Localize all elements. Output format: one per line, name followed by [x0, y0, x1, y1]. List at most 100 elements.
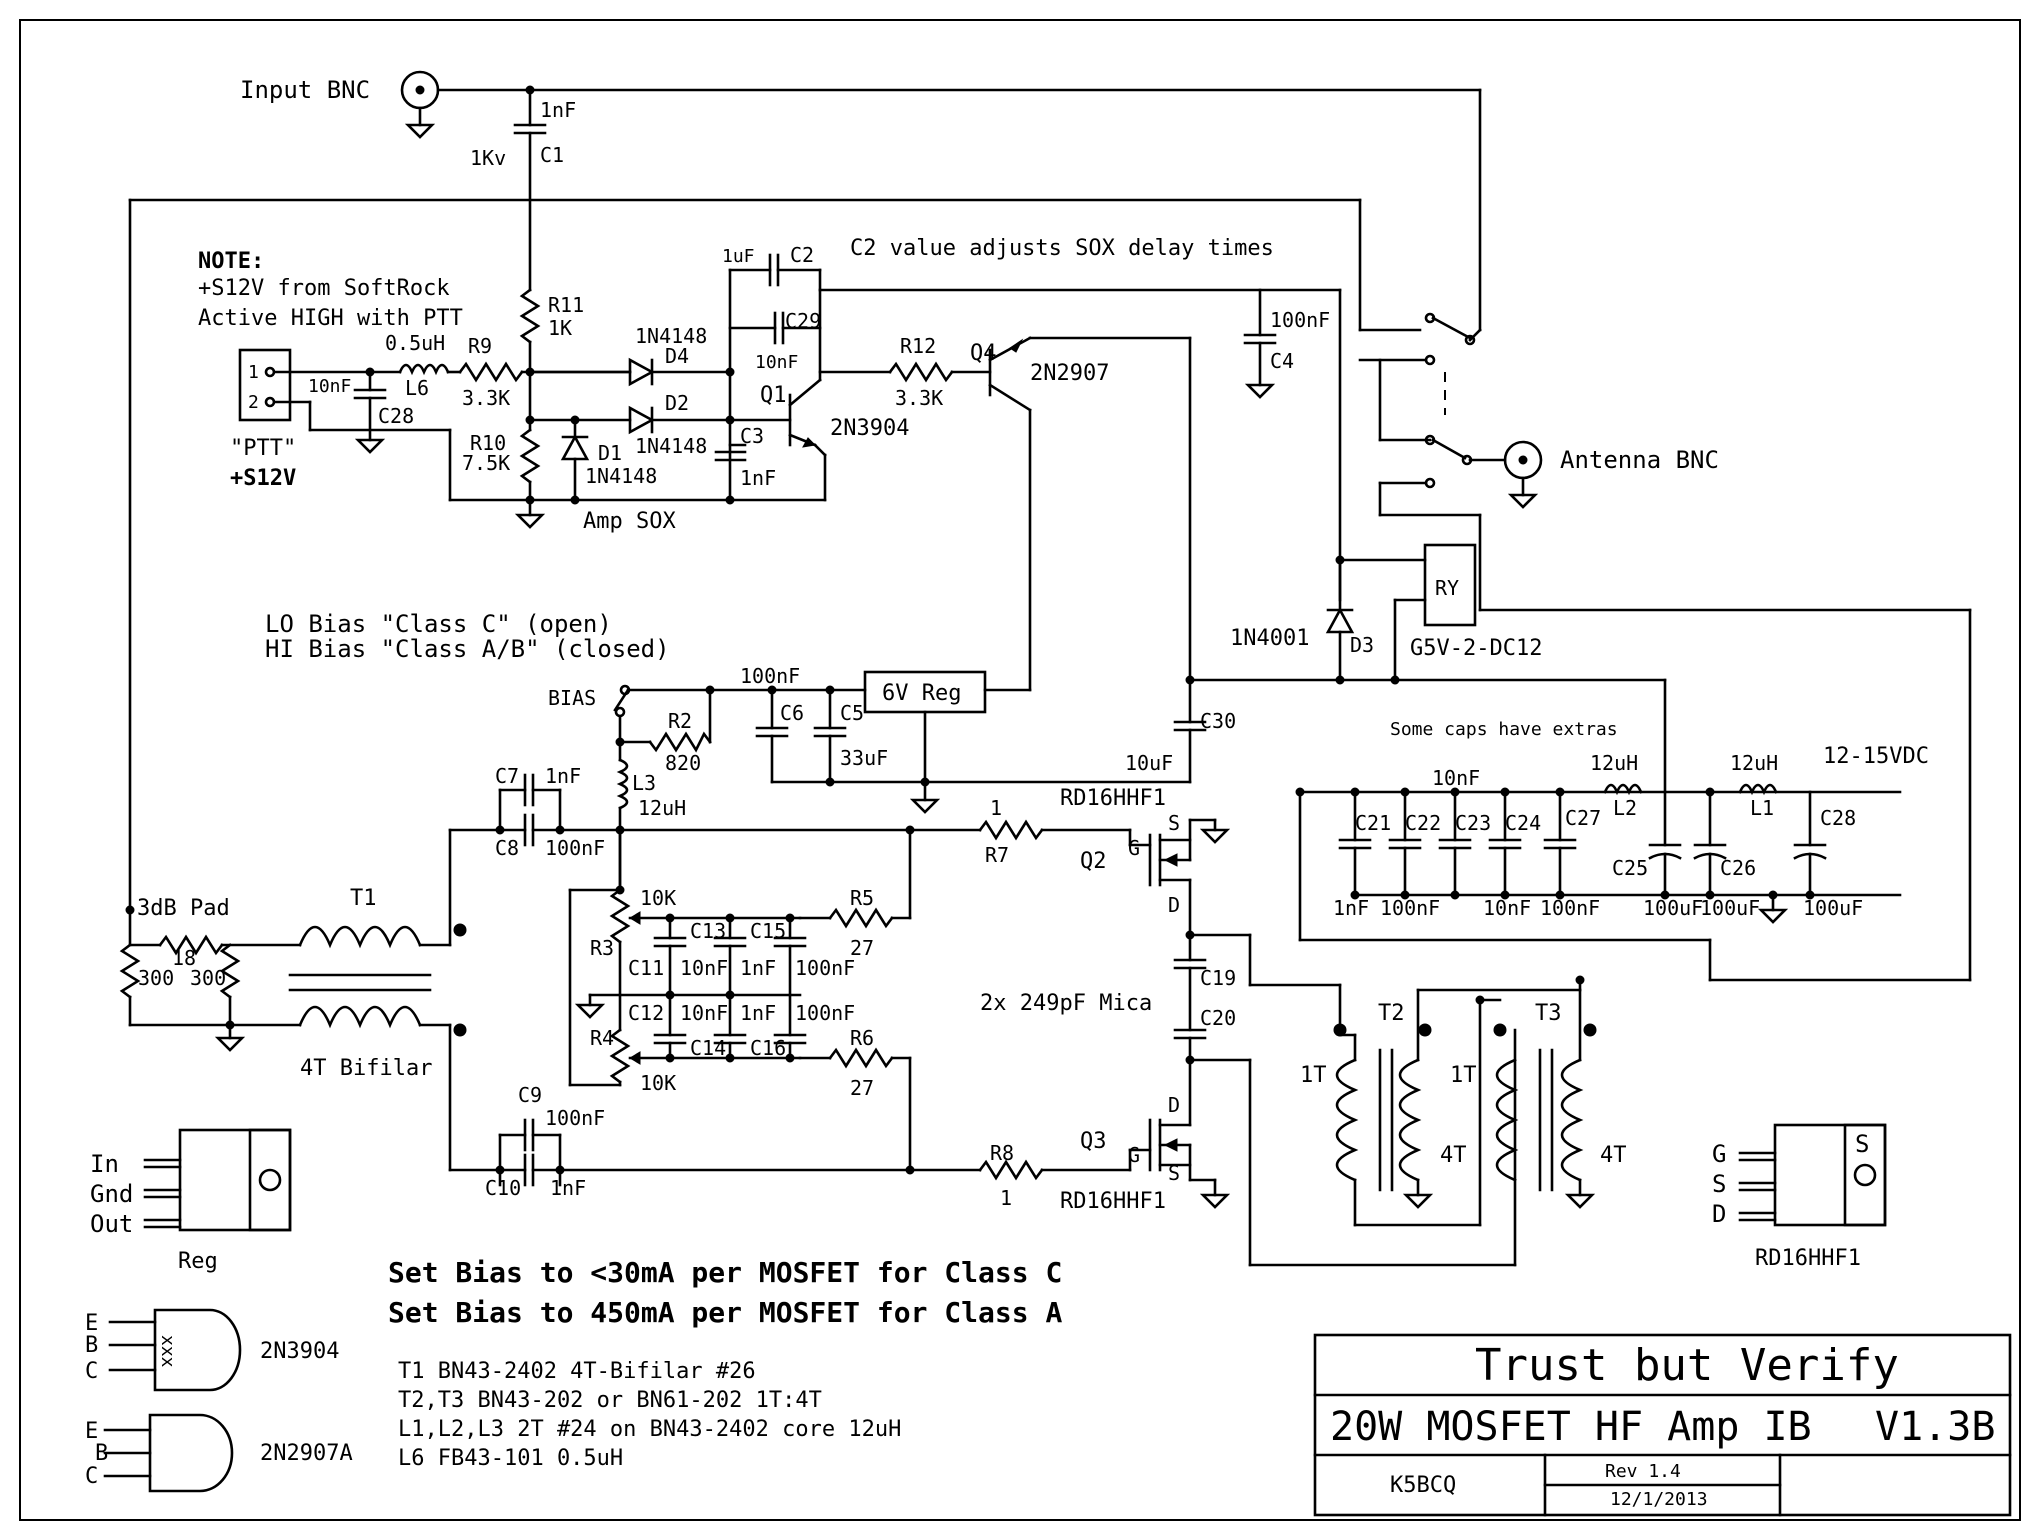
q4-value: 2N2907 [1030, 361, 1109, 386]
c1-voltage: 1Kv [470, 146, 506, 170]
q2907-legend-label: 2N2907A [260, 1441, 353, 1466]
r8-label: R8 [990, 1141, 1014, 1165]
six-volt-reg-label: 6V Reg [882, 681, 961, 706]
c3-value: 1nF [740, 466, 776, 490]
d1-label: D1 [598, 441, 622, 465]
c7-label: C7 [495, 764, 519, 788]
r4-value: 10K [640, 1071, 676, 1095]
c16-value: 100nF [795, 1001, 855, 1025]
q2907-c-label: C [85, 1464, 98, 1489]
c28b-label: C28 [1820, 806, 1856, 830]
l3-label: L3 [632, 771, 656, 795]
c23-label: C23 [1455, 811, 1491, 835]
input-bnc-label: Input BNC [240, 76, 370, 104]
t3-secondary-label: 4T [1600, 1143, 1627, 1168]
c15-value: 100nF [795, 956, 855, 980]
c5-value: 33uF [840, 746, 888, 770]
c13-label: C13 [690, 919, 726, 943]
r9-label: R9 [468, 334, 492, 358]
antenna-bnc-label: Antenna BNC [1560, 446, 1719, 474]
antenna-bnc [1503, 440, 1543, 509]
relay-part: G5V-2-DC12 [1410, 636, 1542, 661]
c9-value: 100nF [545, 1106, 605, 1130]
r300a-value: 300 [138, 966, 174, 990]
reg-legend-label: Reg [178, 1249, 218, 1274]
bias-switch-label: BIAS [548, 686, 596, 710]
q4-label: Q4 [970, 341, 997, 366]
q2-part: RD16HHF1 [1060, 786, 1166, 811]
sheet-border [19, 19, 2021, 1521]
c1-label: C1 [540, 143, 564, 167]
q3-g-label: G [1128, 1143, 1140, 1167]
mosfet-g-label: G [1712, 1140, 1726, 1168]
title-block [1313, 1333, 2012, 1517]
d2-value: 1N4148 [635, 434, 707, 458]
q3904-legend-label: 2N3904 [260, 1339, 339, 1364]
l3-value: 12uH [638, 796, 686, 820]
title-motto: Trust but Verify [1475, 1340, 1899, 1391]
r8-value: 1 [1000, 1186, 1012, 1210]
c3-label: C3 [740, 424, 764, 448]
t2-secondary-label: 4T [1440, 1143, 1467, 1168]
c10-value: 1nF [550, 1176, 586, 1200]
q3-s-label: S [1168, 1161, 1180, 1185]
l1-label: L1 [1750, 796, 1774, 820]
s12v-label: +S12V [230, 466, 296, 491]
d3-value: 1N4001 [1230, 626, 1309, 651]
c26-value: 100uF [1700, 896, 1760, 920]
mosfet-tab-s-label: S [1855, 1130, 1869, 1158]
c25-label: C25 [1612, 856, 1648, 880]
bias-class-a-note: Set Bias to 450mA per MOSFET for Class A [388, 1296, 1062, 1329]
l6-label: L6 [405, 376, 429, 400]
d4-value: 1N4148 [635, 324, 707, 348]
t2-label: T2 [1378, 1001, 1405, 1026]
r10-label: R10 [470, 431, 506, 455]
c16-label: C16 [750, 1036, 786, 1060]
d1-value: 1N4148 [585, 464, 657, 488]
xxx-marking: xxx [157, 1335, 178, 1368]
q4-transistor [988, 336, 1192, 692]
q1-transistor [788, 378, 827, 457]
r3-label: R3 [590, 936, 614, 960]
q3904-e-label: E [85, 1311, 98, 1336]
parts-note-3: L1,L2,L3 2T #24 on BN43-2402 core 12uH [398, 1417, 901, 1442]
note-heading: NOTE: [198, 249, 264, 274]
c10-label: C10 [485, 1176, 521, 1200]
c19-label: C19 [1200, 966, 1236, 990]
q1-value: 2N3904 [830, 416, 909, 441]
c4-label: C4 [1270, 349, 1294, 373]
mica-note: 2x 249pF Mica [980, 991, 1152, 1016]
t3-primary-label: 1T [1450, 1063, 1477, 1088]
d3-label: D3 [1350, 633, 1374, 657]
l6-value: 0.5uH [385, 331, 445, 355]
r11-value: 1K [548, 316, 572, 340]
c28a-value: 10nF [308, 376, 351, 397]
ptt-pin2: 2 [248, 392, 259, 413]
parts-note-1: T1 BN43-2402 4T-Bifilar #26 [398, 1359, 756, 1384]
reg-out-label: Out [90, 1210, 133, 1238]
power-input-label: 12-15VDC [1823, 744, 1929, 769]
r4-label: R4 [590, 1026, 614, 1050]
mosfet-s-label: S [1712, 1170, 1726, 1198]
r12-label: R12 [900, 334, 936, 358]
r300b-value: 300 [190, 966, 226, 990]
pad-label: 3dB Pad [137, 896, 230, 921]
amp-sox-label: Amp SOX [583, 509, 676, 534]
title-rev: Rev 1.4 [1605, 1461, 1681, 1482]
q3-label: Q3 [1080, 1129, 1107, 1154]
c25-value: 100uF [1643, 896, 1703, 920]
reg-package-icon [143, 1128, 292, 1232]
c26-label: C26 [1720, 856, 1756, 880]
c27-label: C27 [1565, 806, 1601, 830]
c11-value: 10nF [680, 956, 728, 980]
c29-label: C29 [785, 309, 821, 333]
q2-label: Q2 [1080, 849, 1107, 874]
q3904-c-label: C [85, 1359, 98, 1384]
c5-label: C5 [840, 701, 864, 725]
bias-hi-text: HI Bias "Class A/B" (closed) [265, 635, 670, 663]
r9-value: 3.3K [462, 386, 510, 410]
q3-mosfet [1128, 1058, 1231, 1209]
r10-value: 7.5K [462, 451, 510, 475]
bias-bypass-caps [653, 913, 807, 1063]
q2n2907-package-icon [103, 1413, 234, 1493]
